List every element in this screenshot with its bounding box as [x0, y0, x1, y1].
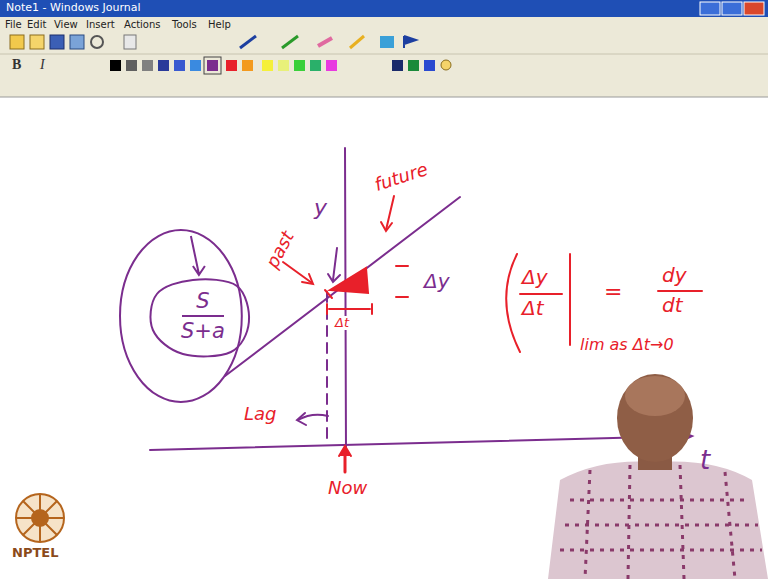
- toolbar-divider: [0, 97, 768, 98]
- equals-sign: =: [604, 280, 622, 304]
- y-axis: [345, 148, 346, 455]
- window-title: Note1 - Windows Journal: [6, 2, 141, 14]
- now-arrowhead: [339, 446, 351, 456]
- toolbar: [0, 31, 768, 97]
- bold-button: B: [12, 57, 21, 72]
- pointer-arrowhead: [328, 274, 340, 282]
- title-bar: [0, 0, 768, 17]
- axis-label: y: [314, 196, 327, 220]
- circled-transfer-function: SS+a: [118, 228, 244, 404]
- circle-outline: [118, 228, 244, 404]
- menu-bar: [0, 17, 768, 31]
- menu-item: Actions: [124, 19, 161, 30]
- fraction-line: [520, 293, 562, 295]
- fraction-numerator: dy: [662, 264, 687, 286]
- italic-button: I: [40, 57, 45, 72]
- annotation: past: [262, 228, 298, 272]
- toolbar-icons: [10, 35, 416, 49]
- delta-t-bracket: [327, 304, 372, 314]
- circle-outline: [120, 230, 242, 402]
- fraction-denominator: S+a: [177, 317, 229, 343]
- fraction-numerator: Δy: [522, 266, 548, 288]
- increment-label: Δy: [424, 270, 450, 292]
- color-palette: [110, 57, 451, 74]
- fraction-numerator: S: [182, 289, 223, 316]
- window-button: [700, 2, 720, 15]
- close-button: [744, 2, 764, 15]
- menu-item: Tools: [172, 19, 197, 30]
- past-arrowhead: [302, 274, 313, 284]
- limit-note: lim as Δt→0: [580, 336, 674, 354]
- menu-item: Edit: [27, 19, 46, 30]
- menu-item: View: [54, 19, 78, 30]
- future-arrowhead: [381, 222, 392, 231]
- handwritten-graph: [150, 148, 692, 455]
- past-marker: [325, 290, 332, 298]
- evaluation-bar: [569, 254, 571, 345]
- annotation: Now: [328, 478, 367, 498]
- logo-text: NPTEL: [12, 546, 58, 560]
- increment-label: Δt: [333, 316, 351, 330]
- lecturer-figure: [548, 374, 768, 579]
- red-annotations: [283, 196, 702, 472]
- emphasis-loop: [151, 279, 250, 356]
- pointer-arrow: [333, 248, 337, 280]
- past-arrow: [283, 262, 312, 283]
- delta-y-bracket: [396, 266, 408, 297]
- nptel-logo: [16, 494, 64, 542]
- parenthesis: [506, 254, 520, 352]
- lag-arrowhead: [297, 413, 306, 425]
- fraction-line: [658, 290, 702, 292]
- menu-item: Insert: [86, 19, 115, 30]
- fraction-denominator: dt: [662, 294, 683, 316]
- annotation: Lag: [244, 404, 276, 424]
- axis-label: t: [700, 446, 710, 475]
- pointer-arrow: [191, 236, 205, 275]
- menu-item: Help: [208, 19, 231, 30]
- annotation: future: [372, 159, 430, 195]
- increment-triangle: [330, 268, 368, 293]
- menu-item: File: [5, 19, 22, 30]
- window-button: [722, 2, 742, 15]
- t-axis: [150, 436, 690, 450]
- toolbar-divider: [0, 54, 768, 55]
- signal-line: [225, 197, 460, 376]
- fraction-denominator: Δt: [522, 297, 544, 319]
